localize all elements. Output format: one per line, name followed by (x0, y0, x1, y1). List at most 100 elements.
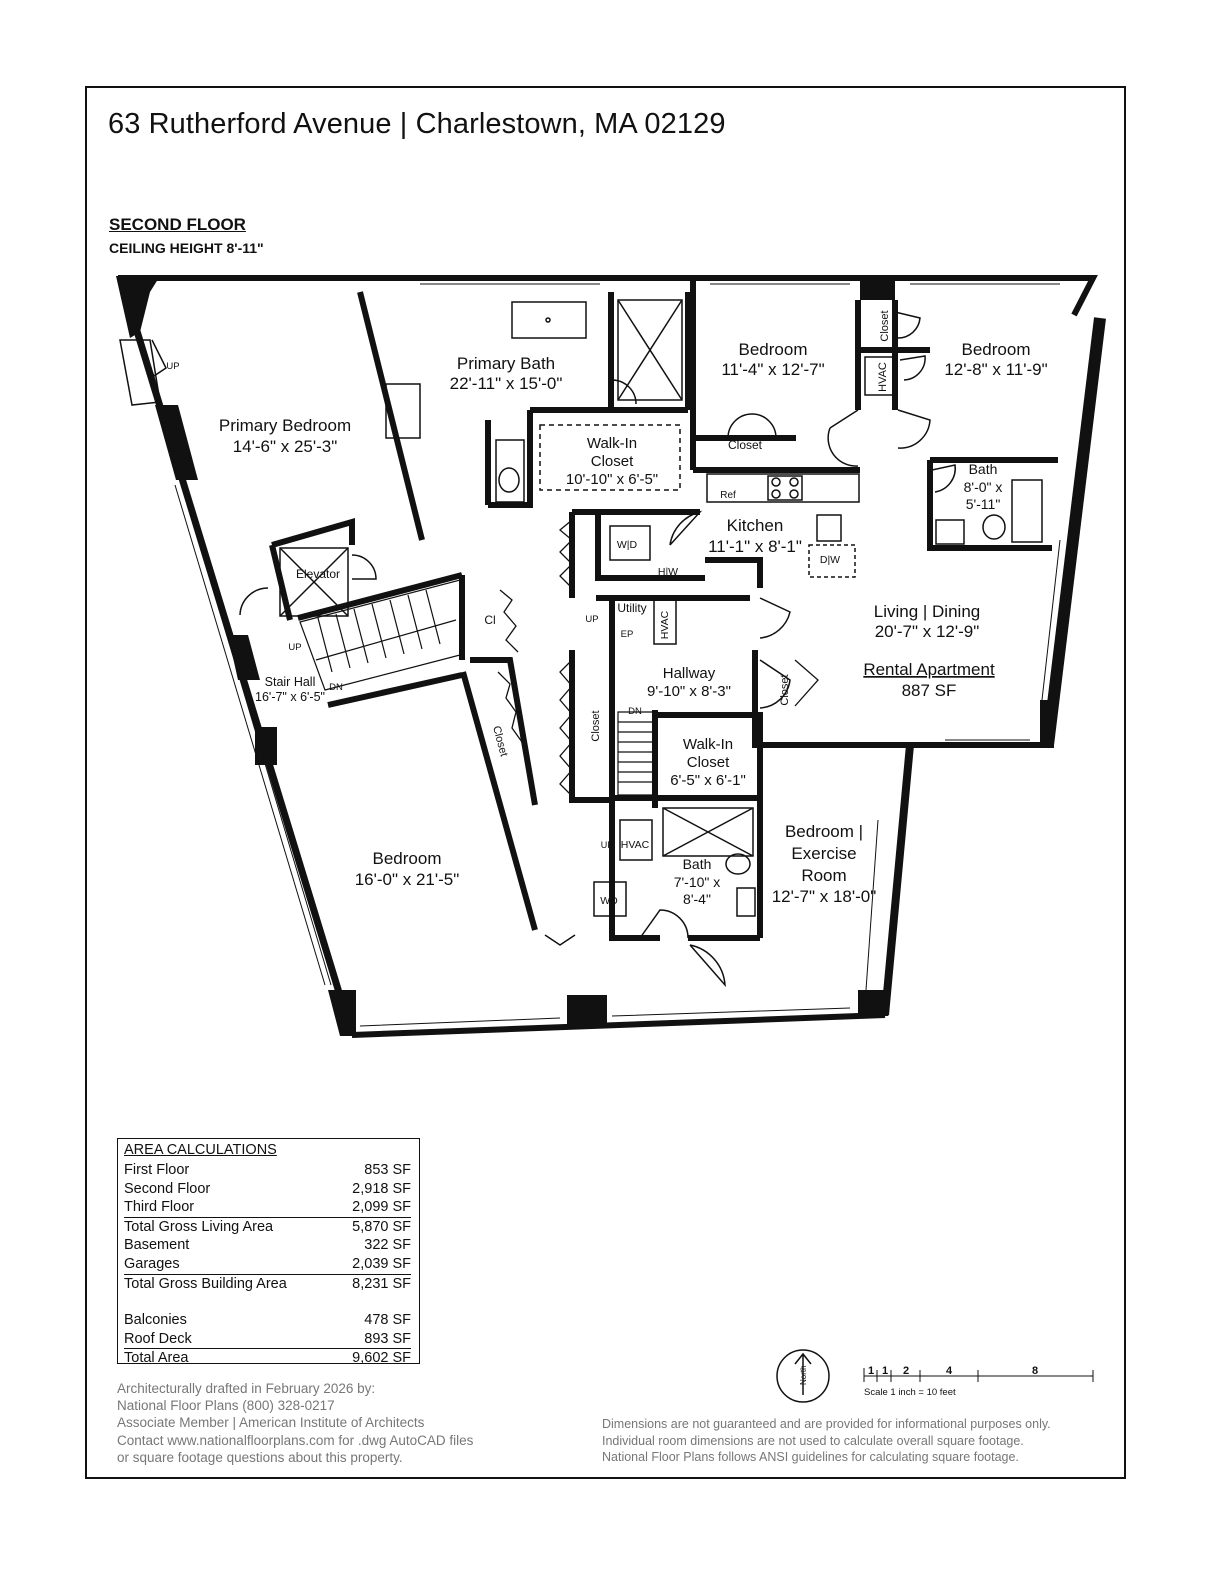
area-label: Third Floor (124, 1199, 195, 1216)
bath-2-dims2: 8'-4" (683, 891, 711, 907)
drafted-line: Architecturally drafted in February 2026… (117, 1381, 376, 1396)
bedroom-exercise-name1: Bedroom | (785, 822, 863, 841)
stair-hall-name: Stair Hall (265, 675, 316, 689)
utility-label: Utility (617, 601, 646, 615)
area-value: 322 SF (364, 1237, 411, 1254)
bedroom-3-name: Bedroom (373, 849, 442, 868)
closet-label-living: Closet (779, 674, 791, 705)
area-value: 9,602 SF (352, 1350, 411, 1367)
area-row: Total Gross Building Area 8,231 SF (124, 1275, 411, 1294)
walkin-1-name1: Walk-In (587, 435, 637, 452)
closet-label-bedroom-2: Closet (879, 310, 891, 341)
area-value: 853 SF (364, 1162, 411, 1178)
area-row: Third Floor 2,099 SF (124, 1198, 411, 1218)
walkin-2-name1: Walk-In (683, 736, 733, 753)
wall-blocks (116, 276, 1054, 1036)
bath-1-dims1: 8'-0" x (964, 479, 1003, 495)
disclaimer-line: Dimensions are not guaranteed and are pr… (602, 1417, 1051, 1431)
utility-up-label: UP (585, 614, 598, 625)
area-value: 2,099 SF (352, 1199, 411, 1216)
property-title: 63 Rutherford Avenue | Charlestown, MA 0… (108, 108, 726, 140)
area-label: Total Area (124, 1350, 189, 1367)
walkin-2-dims: 6'-5" x 6'-1" (670, 772, 746, 789)
rental-area: 887 SF (902, 681, 957, 700)
windows (174, 283, 1061, 1027)
area-value: 5,870 SF (352, 1218, 411, 1235)
living-dims: 20'-7" x 12'-9" (875, 622, 980, 641)
primary-bedroom-name: Primary Bedroom (219, 416, 351, 435)
area-value: 2,918 SF (352, 1180, 411, 1197)
ep-label: EP (621, 629, 634, 640)
wd-slash-label: W|D (617, 539, 638, 551)
wd-label: WD (600, 895, 618, 907)
disclaimer: Dimensions are not guaranteed and are pr… (602, 1416, 1051, 1466)
closet-label-bedroom-1: Closet (728, 438, 763, 452)
bedroom-exercise-name2: Exercise (791, 844, 856, 863)
area-row: Second Floor 2,918 SF (124, 1180, 411, 1199)
scale-tick-8: 8 (1032, 1365, 1038, 1377)
ceiling-height: CEILING HEIGHT 8'-11" (109, 240, 264, 256)
closet-doors (497, 519, 819, 797)
floor-name: SECOND FLOOR (109, 215, 246, 234)
hallway-name: Hallway (663, 665, 716, 682)
drafted-line: or square footage questions about this p… (117, 1449, 403, 1465)
fixture-lines (279, 299, 1043, 917)
area-label: Balconies (124, 1312, 187, 1329)
hvac-label-2: HVAC (659, 610, 671, 639)
dw-label: D|W (820, 554, 840, 566)
bedroom-1-name: Bedroom (739, 340, 808, 359)
kitchen-dims: 11'-1" x 8'-1" (708, 537, 802, 556)
scale-tick-1b: 1 (882, 1365, 888, 1377)
area-value: 893 SF (364, 1330, 411, 1347)
cl-label: Cl (484, 613, 495, 627)
bath-2-dims1: 7'-10" x (674, 874, 721, 890)
elevator-label: Elevator (296, 567, 340, 581)
bedroom-exercise-name3: Room (801, 866, 846, 885)
walkin-2-name2: Closet (687, 754, 730, 771)
closet-label-hall: Closet (590, 710, 602, 741)
walkin-1-dims: 10'-10" x 6'-5" (566, 471, 658, 488)
hall-up-label: UP (601, 840, 614, 850)
bedroom-2-dims: 12'-8" x 11'-9" (944, 360, 1047, 379)
area-row: Total Area 9,602 SF (124, 1349, 411, 1368)
stair-up-label: UP (288, 642, 301, 653)
drafted-line: Contact www.nationalfloorplans.com for .… (117, 1432, 474, 1448)
hvac-label-3: HVAC (621, 839, 650, 851)
area-label: Basement (124, 1237, 190, 1254)
bedroom-3-dims: 16'-0" x 21'-5" (355, 870, 460, 889)
area-label: Garages (124, 1255, 180, 1272)
area-calculations-header: AREA CALCULATIONS (124, 1142, 277, 1158)
stair-dn-label: DN (329, 682, 343, 693)
fixture-labels: Elevator Closet Closet HVAC Ref W|D H|W … (166, 310, 891, 907)
rental-name: Rental Apartment (863, 660, 995, 679)
area-value: 2,039 SF (352, 1255, 411, 1272)
hw-label: H|W (658, 566, 678, 578)
kitchen-name: Kitchen (727, 516, 784, 535)
interior-walls (269, 280, 1058, 941)
area-value: 478 SF (364, 1312, 411, 1329)
ref-label: Ref (720, 490, 736, 501)
area-label: Total Gross Building Area (124, 1275, 287, 1292)
bath-2-name: Bath (683, 856, 712, 872)
stair-hall-dims: 16'-7" x 6'-5" (255, 690, 325, 704)
area-row: Balconies 478 SF (124, 1311, 411, 1330)
compass-label: North (799, 1365, 808, 1385)
balcony-up-label: UP (166, 361, 179, 372)
area-row: Garages 2,039 SF (124, 1255, 411, 1275)
bath-1-dims2: 5'-11" (966, 496, 1001, 512)
primary-bedroom-dims: 14'-6" x 25'-3" (233, 437, 338, 456)
door-swings (119, 311, 956, 988)
area-label: Second Floor (124, 1180, 211, 1197)
scale-bar (863, 1368, 1094, 1382)
area-value: 8,231 SF (352, 1275, 411, 1292)
bath-1-name: Bath (969, 461, 998, 477)
primary-bath-name: Primary Bath (457, 354, 555, 373)
drafted-line: Associate Member | American Institute of… (117, 1415, 425, 1431)
disclaimer-line: National Floor Plans follows ANSI guidel… (602, 1450, 1019, 1465)
north-compass: North (776, 1349, 830, 1403)
area-label: Total Gross Living Area (124, 1218, 274, 1235)
area-row: Total Gross Living Area 5,870 SF (124, 1218, 411, 1237)
